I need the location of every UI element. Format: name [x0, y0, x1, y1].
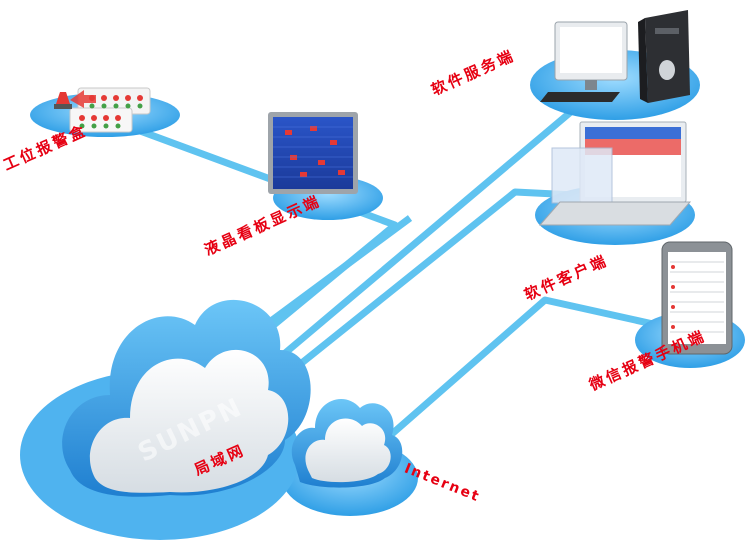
alarm-box-icon — [54, 87, 151, 133]
link-wechat — [382, 296, 681, 443]
lan-cloud — [20, 299, 311, 540]
lcd-monitor-icon — [268, 112, 358, 194]
server-pc-icon — [540, 10, 690, 103]
laptop-icon — [538, 121, 692, 226]
tablet-phone-icon — [661, 241, 733, 355]
link-server — [262, 97, 588, 373]
internet-cloud — [291, 398, 403, 488]
